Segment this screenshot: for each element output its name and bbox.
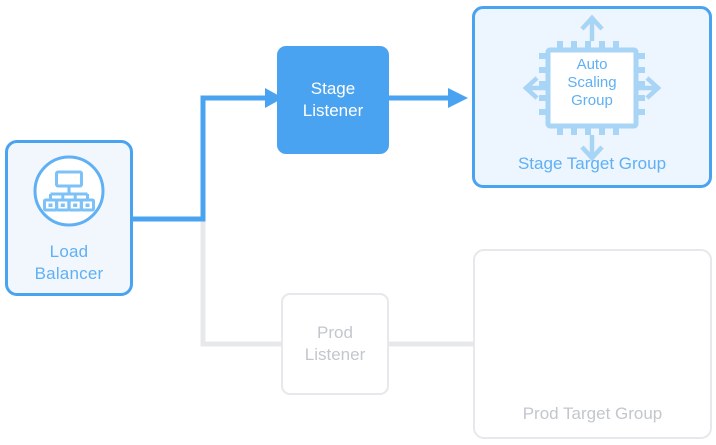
node-prod-target-group[interactable]: Prod Target Group — [473, 249, 712, 439]
edge-lb-to-stage-listener — [133, 95, 265, 222]
auto-scaling-group-chip-icon — [507, 13, 677, 168]
arrowhead-into-stage-listener — [265, 88, 283, 108]
node-stage-target-group-label: Stage Target Group — [517, 154, 667, 173]
node-prod-listener[interactable]: Prod Listener — [281, 293, 389, 395]
arrowhead-into-stage-target-group — [448, 88, 468, 108]
node-stage-listener[interactable]: Stage Listener — [277, 46, 389, 154]
load-balancer-hierarchy-icon — [30, 152, 108, 235]
node-load-balancer-label-line2: Balancer — [34, 263, 104, 283]
node-stage-target-group[interactable]: Auto Scaling Group Stage Target Group — [472, 6, 712, 188]
node-load-balancer[interactable]: Load Balancer — [5, 140, 133, 296]
node-prod-listener-label: Prod Listener — [305, 322, 365, 366]
node-stage-listener-label-line2: Listener — [302, 101, 364, 120]
node-stage-listener-label-line1: Stage — [310, 79, 356, 98]
node-load-balancer-label: Load Balancer — [35, 241, 104, 285]
node-stage-listener-label: Stage Listener — [303, 78, 363, 122]
node-prod-target-group-label: Prod Target Group — [522, 404, 663, 423]
node-prod-listener-label-line1: Prod — [317, 323, 353, 342]
node-load-balancer-label-line1: Load — [49, 241, 89, 261]
edge-lb-to-prod-listener — [200, 219, 281, 347]
node-prod-listener-label-line2: Listener — [304, 345, 366, 364]
